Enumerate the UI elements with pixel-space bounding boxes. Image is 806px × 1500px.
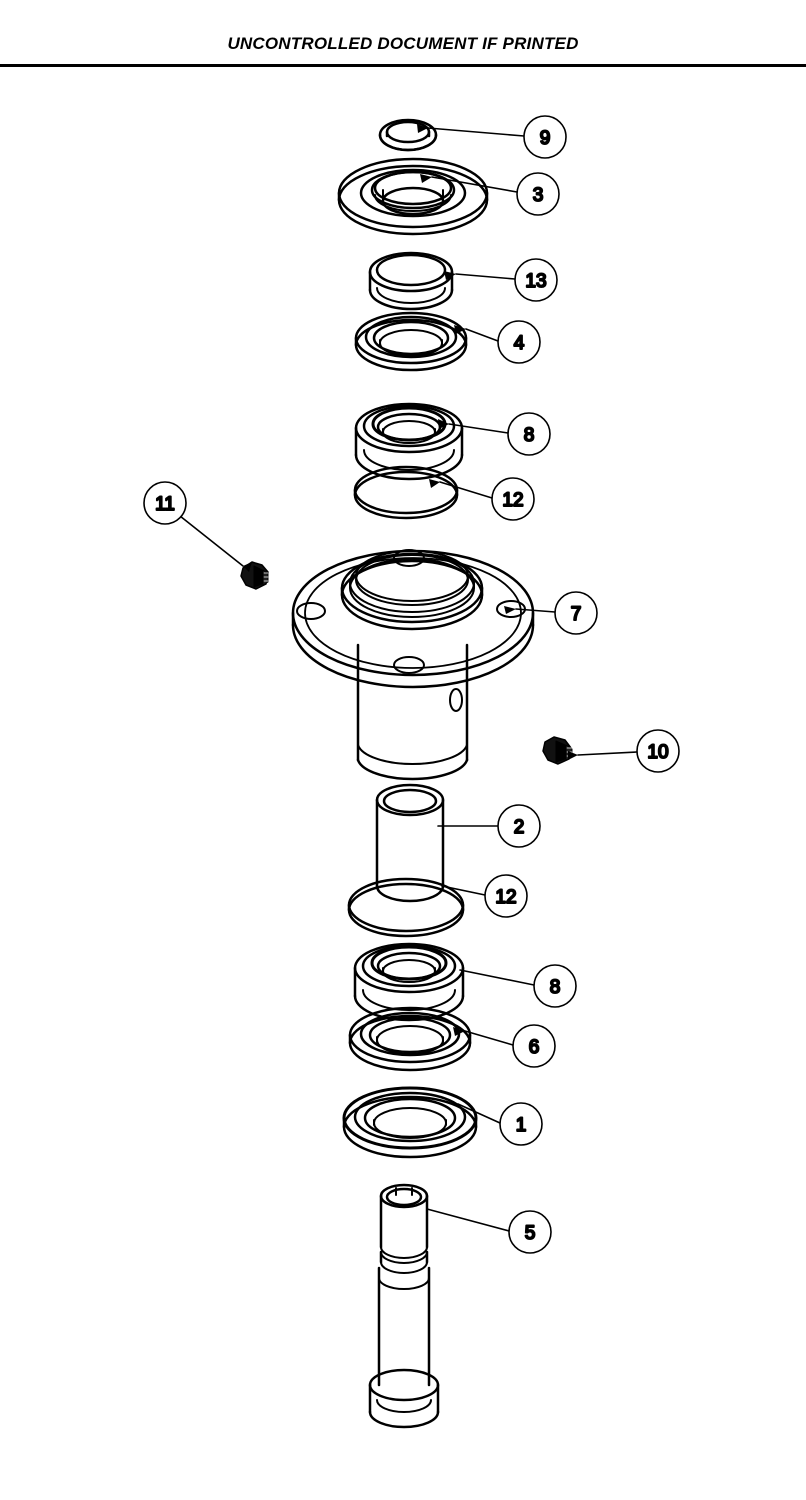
- callout-label-13: 13: [525, 271, 546, 292]
- callout-label-9: 9: [540, 128, 551, 149]
- leader-7: [515, 608, 556, 613]
- callout-balloons: 9 3 13 4 8: [143, 115, 680, 1254]
- part-4-seal: [354, 311, 468, 372]
- part-13-spacer-ring: [368, 251, 454, 311]
- part-1-seal: [342, 1086, 478, 1159]
- leader-5: [426, 1208, 510, 1232]
- part-5-king-pin-shaft: [368, 1183, 440, 1429]
- callout-label-7: 7: [571, 604, 582, 625]
- leader-6: [464, 1030, 514, 1046]
- page-header-title: UNCONTROLLED DOCUMENT IF PRINTED: [227, 34, 579, 53]
- part-12-upper-shim-ring: [353, 465, 459, 520]
- part-2-spacer-sleeve: [375, 783, 445, 903]
- callout-label-3: 3: [533, 185, 544, 206]
- part-6-seal: [348, 1006, 472, 1072]
- callout-balloon-13[interactable]: 13: [514, 258, 558, 302]
- callout-balloon-3[interactable]: 3: [516, 172, 560, 216]
- callout-label-12-lower: 12: [495, 887, 516, 908]
- leader-arrowheads: [243, 124, 578, 1036]
- leader-11: [179, 515, 244, 567]
- callout-label-11: 11: [155, 494, 175, 515]
- callout-label-2: 2: [514, 817, 525, 838]
- leader-4: [465, 328, 499, 342]
- leader-9: [427, 127, 525, 137]
- callout-label-1: 1: [516, 1115, 527, 1136]
- callout-balloon-12-lower[interactable]: 12: [484, 874, 528, 918]
- part-3-cap-ring: [337, 157, 489, 236]
- callout-label-8-upper: 8: [524, 425, 535, 446]
- part-12-lower-shim-ring: [347, 877, 465, 938]
- leader-13: [455, 273, 516, 280]
- callout-balloon-2[interactable]: 2: [497, 804, 541, 848]
- callout-balloon-7[interactable]: 7: [554, 591, 598, 635]
- part-10-grease-fitting: [542, 736, 573, 765]
- callout-label-12-upper: 12: [502, 490, 523, 511]
- callout-balloon-5[interactable]: 5: [508, 1210, 552, 1254]
- callout-label-4: 4: [514, 333, 525, 354]
- callout-label-6: 6: [529, 1037, 540, 1058]
- callout-label-10: 10: [647, 742, 668, 763]
- leader-12-upper: [439, 481, 493, 499]
- callout-balloon-12-upper[interactable]: 12: [491, 477, 535, 521]
- leader-12-lower: [441, 885, 486, 896]
- part-7-housing: [291, 549, 535, 781]
- callout-balloon-9[interactable]: 9: [523, 115, 567, 159]
- part-9-snap-ring: [378, 118, 438, 152]
- callout-label-8-lower: 8: [550, 977, 561, 998]
- leader-1: [457, 1103, 501, 1124]
- callout-balloon-1[interactable]: 1: [499, 1102, 543, 1146]
- callout-balloon-4[interactable]: 4: [497, 320, 541, 364]
- leader-3: [431, 176, 518, 193]
- header-divider-rule: [0, 64, 806, 67]
- leader-lines: [179, 127, 638, 1232]
- part-8-lower-bearing: [353, 942, 465, 1022]
- leader-10: [577, 751, 638, 756]
- callout-balloon-8-lower[interactable]: 8: [533, 964, 577, 1008]
- leader-8-lower: [459, 969, 535, 986]
- callout-balloon-8-upper[interactable]: 8: [507, 412, 551, 456]
- leader-8-upper: [448, 423, 509, 434]
- callout-balloon-10[interactable]: 10: [636, 729, 680, 773]
- callout-balloon-6[interactable]: 6: [512, 1024, 556, 1068]
- callout-balloon-11[interactable]: 11: [143, 481, 187, 525]
- callout-label-5: 5: [525, 1223, 536, 1244]
